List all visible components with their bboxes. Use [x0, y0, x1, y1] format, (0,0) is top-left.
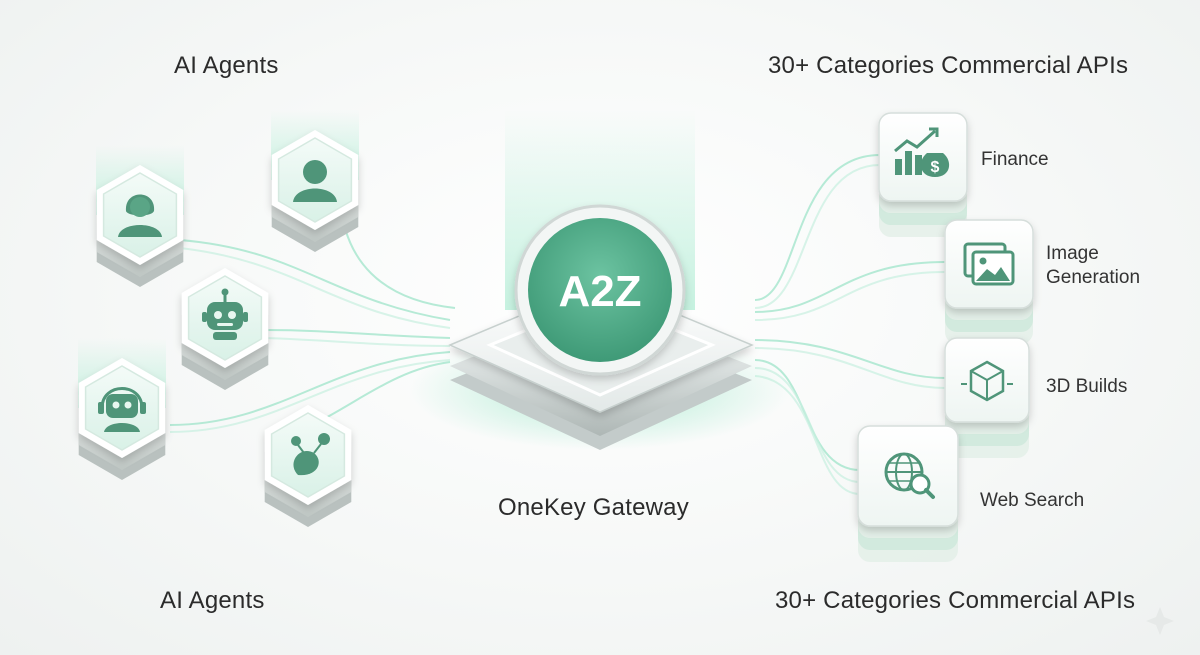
api-label-3d: 3D Builds — [1046, 376, 1128, 397]
heading-bottom-right: 30+ Categories Commercial APIs — [775, 587, 1136, 614]
heading-bottom-left: AI Agents — [160, 587, 265, 614]
tile-face — [857, 425, 959, 527]
connection-lines — [169, 154, 946, 495]
finance-chart-icon: $ — [894, 127, 950, 177]
agent-node-3[interactable] — [181, 268, 269, 390]
cube-3d-icon — [961, 360, 1013, 402]
api-tile-3[interactable] — [944, 337, 1030, 458]
tile-face — [878, 112, 968, 202]
api-label-image-line1: Image — [1046, 243, 1099, 264]
svg-text:$: $ — [931, 159, 940, 176]
molecule-icon — [291, 433, 330, 476]
agents-group — [78, 110, 359, 527]
agent-node-4[interactable] — [78, 338, 166, 480]
female-user-icon — [118, 194, 162, 237]
agent-node-5[interactable] — [264, 405, 352, 527]
api-tile-4[interactable] — [857, 425, 959, 562]
image-gallery-icon — [963, 242, 1015, 286]
gateway-node[interactable]: A2Z — [410, 110, 790, 450]
api-tile-2[interactable] — [944, 219, 1034, 344]
agent-node-1[interactable] — [96, 145, 184, 287]
sparkle-icon — [1146, 607, 1174, 635]
gateway-orb — [528, 218, 672, 362]
male-user-icon — [293, 160, 337, 202]
api-label-web-search: Web Search — [980, 490, 1085, 511]
agent-node-2[interactable] — [271, 110, 359, 252]
heading-top-right: 30+ Categories Commercial APIs — [768, 52, 1129, 79]
gateway-name: OneKey Gateway — [498, 494, 689, 521]
heading-top-left: AI Agents — [174, 52, 279, 79]
api-label-finance: Finance — [981, 149, 1049, 170]
globe-search-icon — [884, 452, 935, 499]
gateway-logo-text: A2Z — [558, 267, 641, 316]
api-label-image-line2: Generation — [1046, 267, 1141, 288]
headset-robot-icon — [98, 387, 146, 432]
apis-group: $ — [857, 112, 1034, 562]
api-tile-1[interactable]: $ — [878, 112, 968, 237]
robot-icon — [202, 288, 248, 340]
